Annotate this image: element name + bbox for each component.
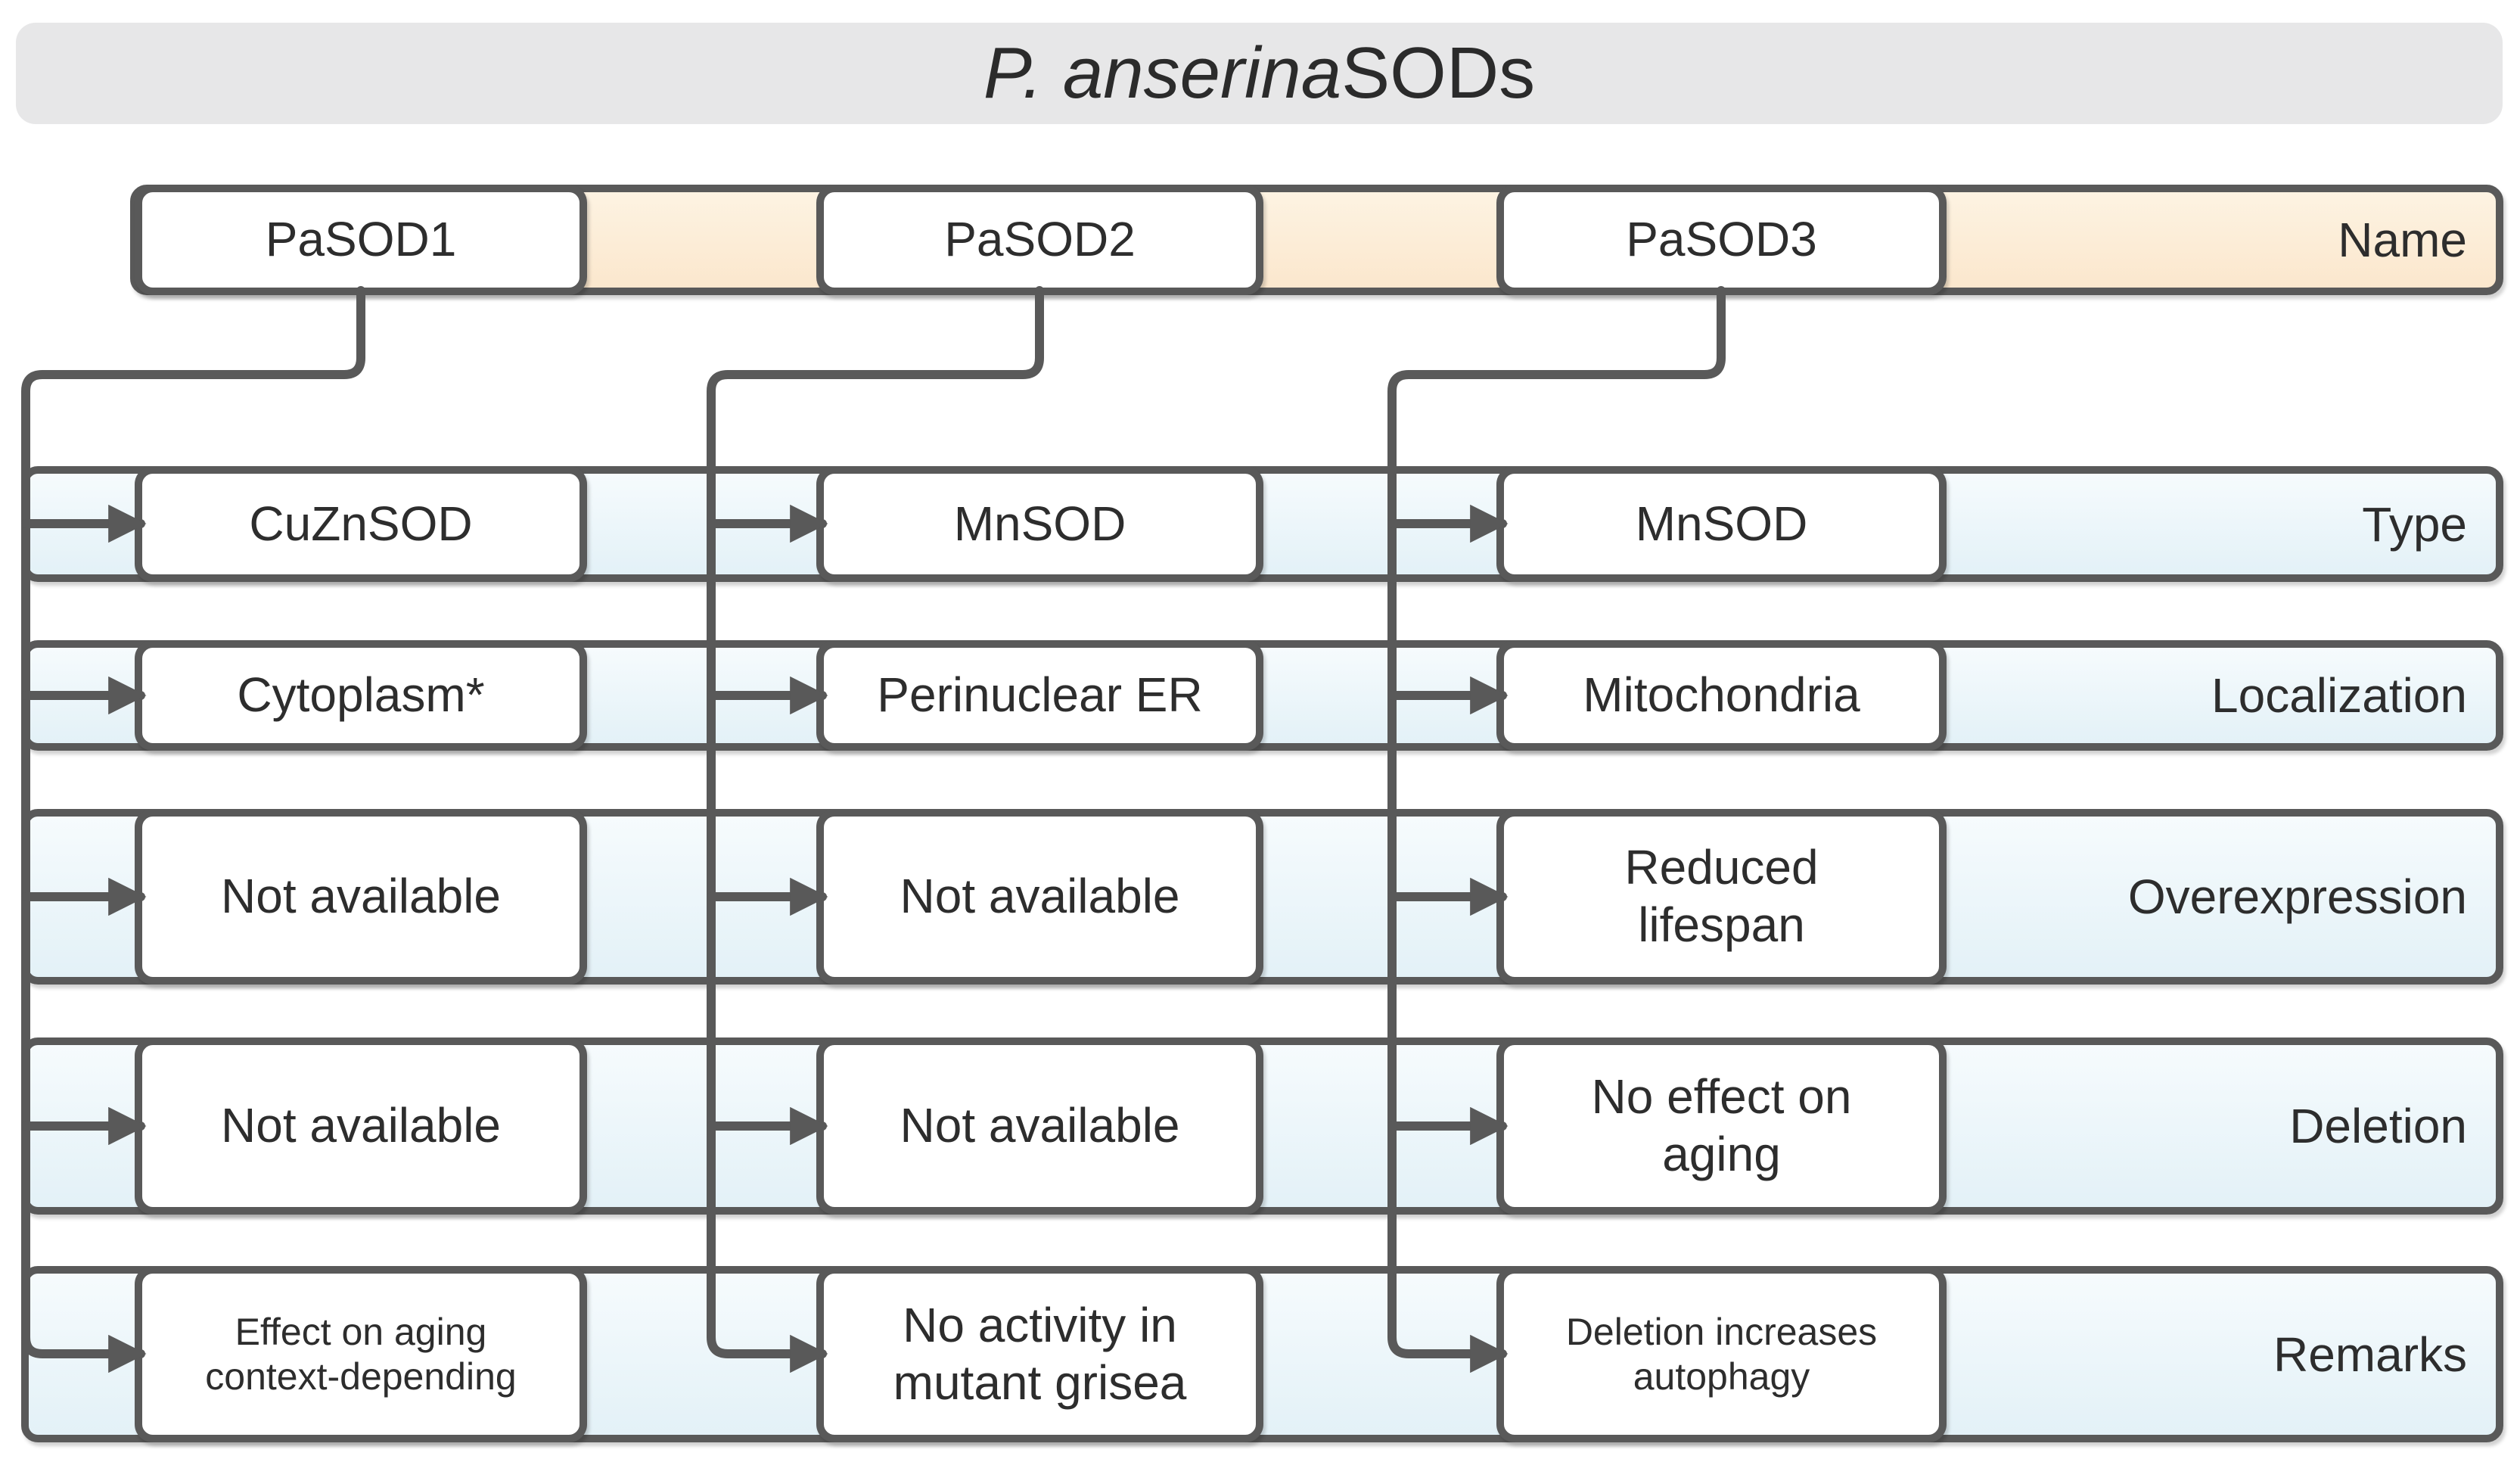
- cell-pasod2-remarks: No activity in mutant grisea: [816, 1266, 1263, 1442]
- cell-pasod3-localization: Mitochondria: [1496, 640, 1947, 751]
- cell-pasod2-name: PaSOD2: [816, 185, 1263, 295]
- cell-pasod1-deletion: Not available: [135, 1037, 587, 1215]
- cell-pasod3-name: PaSOD3: [1496, 185, 1947, 295]
- cell-pasod2-deletion: Not available: [816, 1037, 1263, 1215]
- cell-pasod1-overexpression: Not available: [135, 809, 587, 985]
- cell-pasod1-name: PaSOD1: [135, 185, 587, 295]
- row-label-overexpression: Overexpression: [2127, 869, 2467, 924]
- cell-pasod3-deletion: No effect on aging: [1496, 1037, 1947, 1215]
- title-suffix: SODs: [1341, 33, 1536, 114]
- row-label-localization: Localization: [2211, 668, 2467, 723]
- cell-pasod3-overexpression: Reduced lifespan: [1496, 809, 1947, 985]
- cell-pasod2-localization: Perinuclear ER: [816, 640, 1263, 751]
- cell-pasod3-remarks: Deletion increases autophagy: [1496, 1266, 1947, 1442]
- row-label-deletion: Deletion: [2289, 1099, 2467, 1153]
- row-label-remarks: Remarks: [2273, 1327, 2467, 1382]
- title-species: P. anserina: [983, 33, 1342, 114]
- cell-pasod1-remarks: Effect on aging context-depending: [135, 1266, 587, 1442]
- cell-pasod1-type: CuZnSOD: [135, 466, 587, 582]
- cell-pasod1-localization: Cytoplasm*: [135, 640, 587, 751]
- cell-pasod2-overexpression: Not available: [816, 809, 1263, 985]
- diagram-title-bar: P. anserina SODs: [16, 23, 2503, 124]
- cell-pasod2-type: MnSOD: [816, 466, 1263, 582]
- cell-pasod3-type: MnSOD: [1496, 466, 1947, 582]
- row-label-name: Name: [2338, 213, 2467, 267]
- row-label-type: Type: [2362, 496, 2467, 552]
